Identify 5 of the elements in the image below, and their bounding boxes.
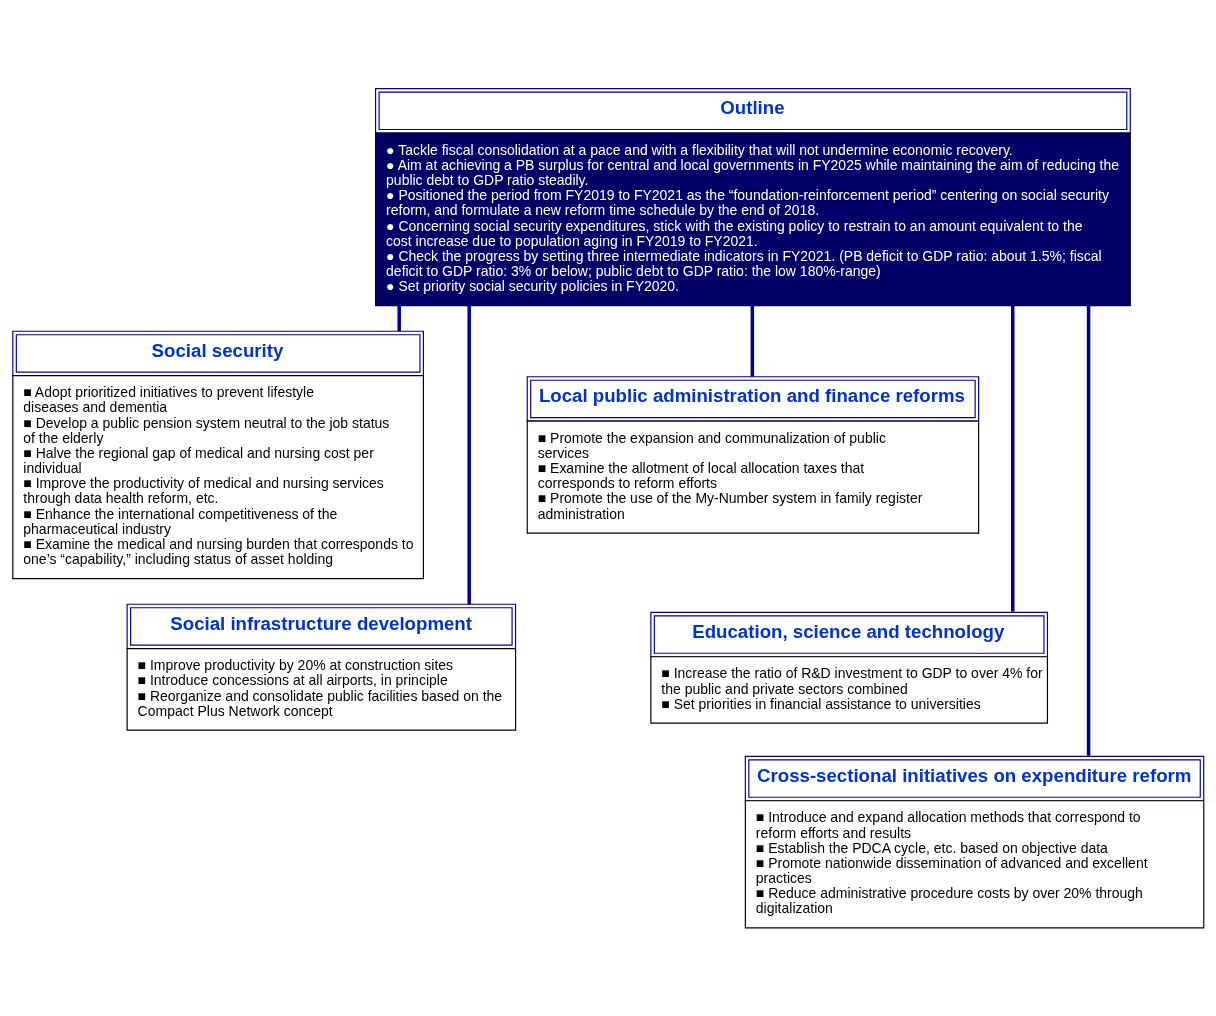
connector xyxy=(750,305,755,377)
connector xyxy=(1086,305,1091,756)
connector xyxy=(397,305,401,332)
connector xyxy=(1011,305,1015,612)
connector xyxy=(467,305,471,605)
